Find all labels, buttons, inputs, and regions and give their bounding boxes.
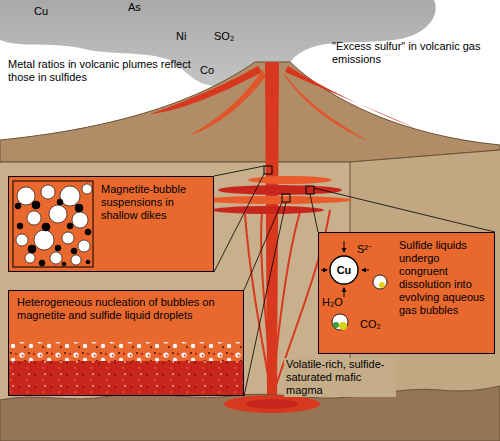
inflow-arrow bbox=[344, 241, 345, 252]
zoom-square bbox=[264, 166, 272, 174]
label-slot: CO₂ bbox=[360, 318, 381, 331]
magnetite-grain bbox=[71, 248, 77, 254]
gas-bubble bbox=[27, 211, 41, 225]
label-slot: Volatile-rich, sulfide-saturated mafic m… bbox=[284, 358, 396, 397]
magnetite-grain bbox=[39, 260, 45, 266]
label-slot: "Excess sulfur" in volcanic gas emission… bbox=[332, 40, 497, 66]
species-label: H₂O bbox=[322, 296, 343, 309]
magnetite-grain bbox=[86, 260, 90, 264]
leader-line bbox=[214, 174, 264, 272]
magnetite-grain bbox=[67, 223, 73, 229]
magnetite-grain bbox=[75, 204, 83, 212]
magma-chamber bbox=[246, 399, 298, 409]
leader-line bbox=[244, 202, 286, 396]
gas-bubble bbox=[62, 232, 74, 244]
metal-label: Cu bbox=[34, 5, 48, 18]
label-slot: Cu bbox=[34, 5, 48, 18]
droplet-outline bbox=[330, 256, 358, 284]
sulfide-melt-layer bbox=[9, 361, 243, 395]
sulfide-droplet-circle: Cu bbox=[329, 255, 359, 285]
magnetite-grain bbox=[57, 199, 63, 205]
aqueous-bubble bbox=[332, 314, 348, 330]
element-symbol: Cu bbox=[337, 264, 352, 277]
inset-box: Heterogeneous nucleation of bubbles on m… bbox=[8, 290, 244, 396]
species-label: S²⁻ bbox=[357, 243, 372, 256]
magnetite-grain bbox=[15, 203, 21, 209]
aqueous-bubble bbox=[373, 275, 387, 289]
magnetite-grain bbox=[32, 201, 40, 209]
inset-caption: Sulfide liquids undergo congruent dissol… bbox=[399, 239, 489, 317]
magnetite-grain bbox=[55, 245, 61, 251]
lava-flow bbox=[282, 72, 370, 142]
gas-bubble bbox=[16, 234, 28, 246]
magma-label: Volatile-rich, sulfide-saturated mafic m… bbox=[284, 358, 396, 397]
gas-bubble bbox=[34, 230, 54, 250]
gas-bubble bbox=[17, 187, 35, 205]
label-slot: Metal ratios in volcanic plumes reflect … bbox=[8, 58, 193, 84]
annotation-label: "Excess sulfur" in volcanic gas emission… bbox=[332, 40, 497, 66]
leader-line bbox=[310, 194, 318, 232]
lava-flow bbox=[190, 70, 266, 135]
zoom-square bbox=[306, 186, 314, 194]
magma-chamber bbox=[224, 395, 320, 413]
inset-caption: Magnetite-bubble suspensions in shallow … bbox=[101, 183, 207, 222]
magnetite-grain bbox=[28, 245, 36, 253]
label-slot: SO₂ bbox=[214, 30, 234, 43]
species-label: CO₂ bbox=[360, 318, 381, 331]
sulfide-droplet bbox=[339, 322, 347, 330]
inset-fill bbox=[8, 176, 214, 272]
magnetite-droplet bbox=[333, 322, 339, 328]
gas-bubble bbox=[41, 185, 55, 199]
gas-bubble bbox=[72, 212, 88, 228]
gas-bubble bbox=[49, 205, 67, 223]
bubble-frame bbox=[13, 181, 93, 267]
sulfide-droplet bbox=[379, 282, 385, 288]
gas-label: SO₂ bbox=[214, 30, 234, 43]
inset-box: Sulfide liquids undergo congruent dissol… bbox=[318, 232, 495, 354]
label-slot: S²⁻ bbox=[357, 243, 372, 256]
inflow-arrow bbox=[344, 288, 345, 297]
block-edge bbox=[350, 150, 500, 162]
zoom-square bbox=[282, 194, 290, 202]
magnetite-grain bbox=[85, 229, 91, 235]
metal-label: Co bbox=[200, 64, 214, 77]
inset-fill bbox=[8, 290, 244, 396]
inflow-arrow bbox=[362, 270, 369, 271]
annotation-label: Metal ratios in volcanic plumes reflect … bbox=[8, 58, 193, 84]
magma-sill bbox=[200, 196, 352, 204]
sulfide-melt-texture bbox=[9, 361, 243, 395]
gas-bubble bbox=[71, 255, 81, 265]
magnetite-grain bbox=[17, 223, 23, 229]
metal-label: Ni bbox=[176, 30, 186, 43]
label-slot: H₂O bbox=[322, 296, 343, 309]
leader-line bbox=[214, 166, 264, 176]
inset-fill bbox=[318, 232, 495, 354]
magnetite-grain bbox=[62, 262, 66, 266]
nucleation-band bbox=[9, 342, 243, 362]
label-slot: As bbox=[128, 1, 141, 14]
inset-box: Magnetite-bubble suspensions in shallow … bbox=[8, 176, 214, 272]
leader-line bbox=[314, 188, 495, 232]
metal-label: As bbox=[128, 1, 141, 14]
label-slot: Ni bbox=[176, 30, 186, 43]
block-edge bbox=[0, 162, 350, 163]
inflow-arrow bbox=[321, 270, 327, 271]
gas-bubble bbox=[82, 184, 92, 194]
magnetite-grain bbox=[42, 223, 50, 231]
inset-caption: Heterogeneous nucleation of bubbles on m… bbox=[17, 296, 235, 322]
label-slot: Co bbox=[200, 64, 214, 77]
gas-bubble bbox=[50, 252, 62, 264]
gas-bubble bbox=[25, 253, 35, 263]
magma-sill bbox=[212, 206, 324, 214]
magma-conduit bbox=[265, 62, 279, 398]
gas-bubble bbox=[78, 240, 90, 252]
